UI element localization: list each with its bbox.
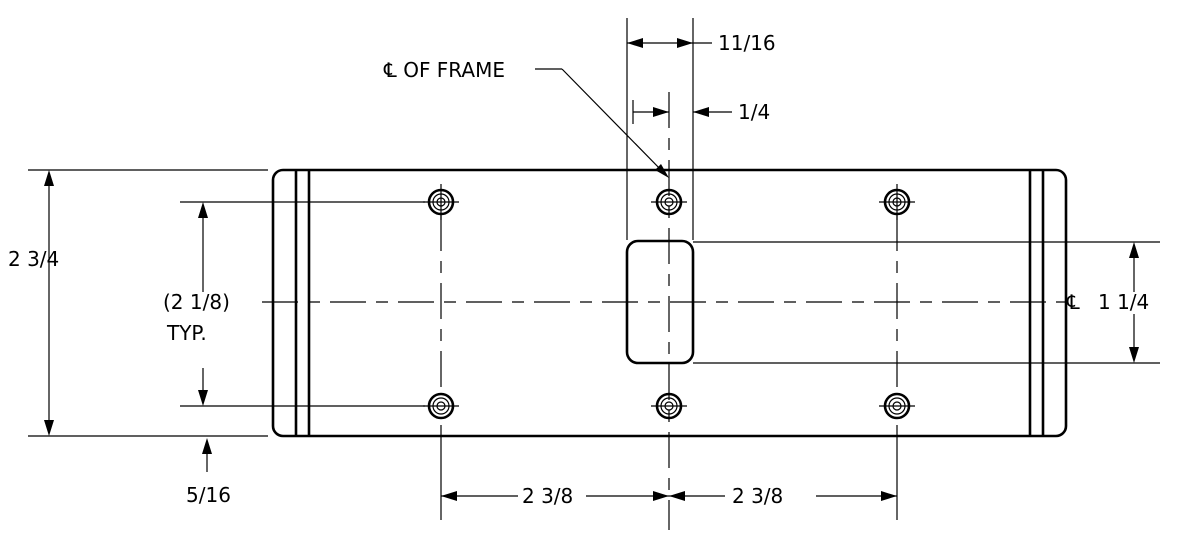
dim-overall-height-label: 2 3/4 bbox=[8, 247, 59, 271]
dim-typ-label: TYP. bbox=[166, 321, 207, 345]
centerlines bbox=[262, 92, 1065, 530]
dim-hole-spacing-label: (2 1/8) bbox=[163, 290, 230, 314]
dim-top-11-16 bbox=[627, 38, 712, 48]
dim-top-11-16-label: 11/16 bbox=[718, 31, 776, 55]
hole-top-right bbox=[879, 184, 915, 220]
hole-bottom-center bbox=[651, 392, 687, 420]
dim-top-1-4 bbox=[632, 100, 732, 124]
dim-top-1-4-label: 1/4 bbox=[738, 100, 770, 124]
hole-bottom-left bbox=[423, 392, 459, 420]
dim-slot-height-label: 1 1/4 bbox=[1098, 290, 1149, 314]
dim-span-right-label: 2 3/8 bbox=[732, 484, 783, 508]
centerline-symbol-label: ℄ bbox=[1066, 290, 1080, 314]
frame-centerline-label: ℄ OF FRAME bbox=[383, 58, 505, 82]
hole-top-center bbox=[651, 188, 687, 216]
dim-slot-height bbox=[1129, 242, 1139, 363]
mounting-holes bbox=[423, 184, 915, 420]
hole-bottom-right bbox=[879, 392, 915, 420]
extension-lines bbox=[28, 18, 1160, 520]
frame-centerline-leader bbox=[535, 68, 669, 178]
dim-bottom-spans bbox=[441, 491, 897, 501]
dim-span-left-label: 2 3/8 bbox=[522, 484, 573, 508]
dim-overall-height bbox=[44, 170, 54, 436]
dim-hole-spacing bbox=[198, 202, 208, 406]
hole-top-left bbox=[423, 184, 459, 220]
dim-bottom-offset-label: 5/16 bbox=[186, 483, 231, 507]
dim-bottom-offset bbox=[202, 438, 212, 472]
